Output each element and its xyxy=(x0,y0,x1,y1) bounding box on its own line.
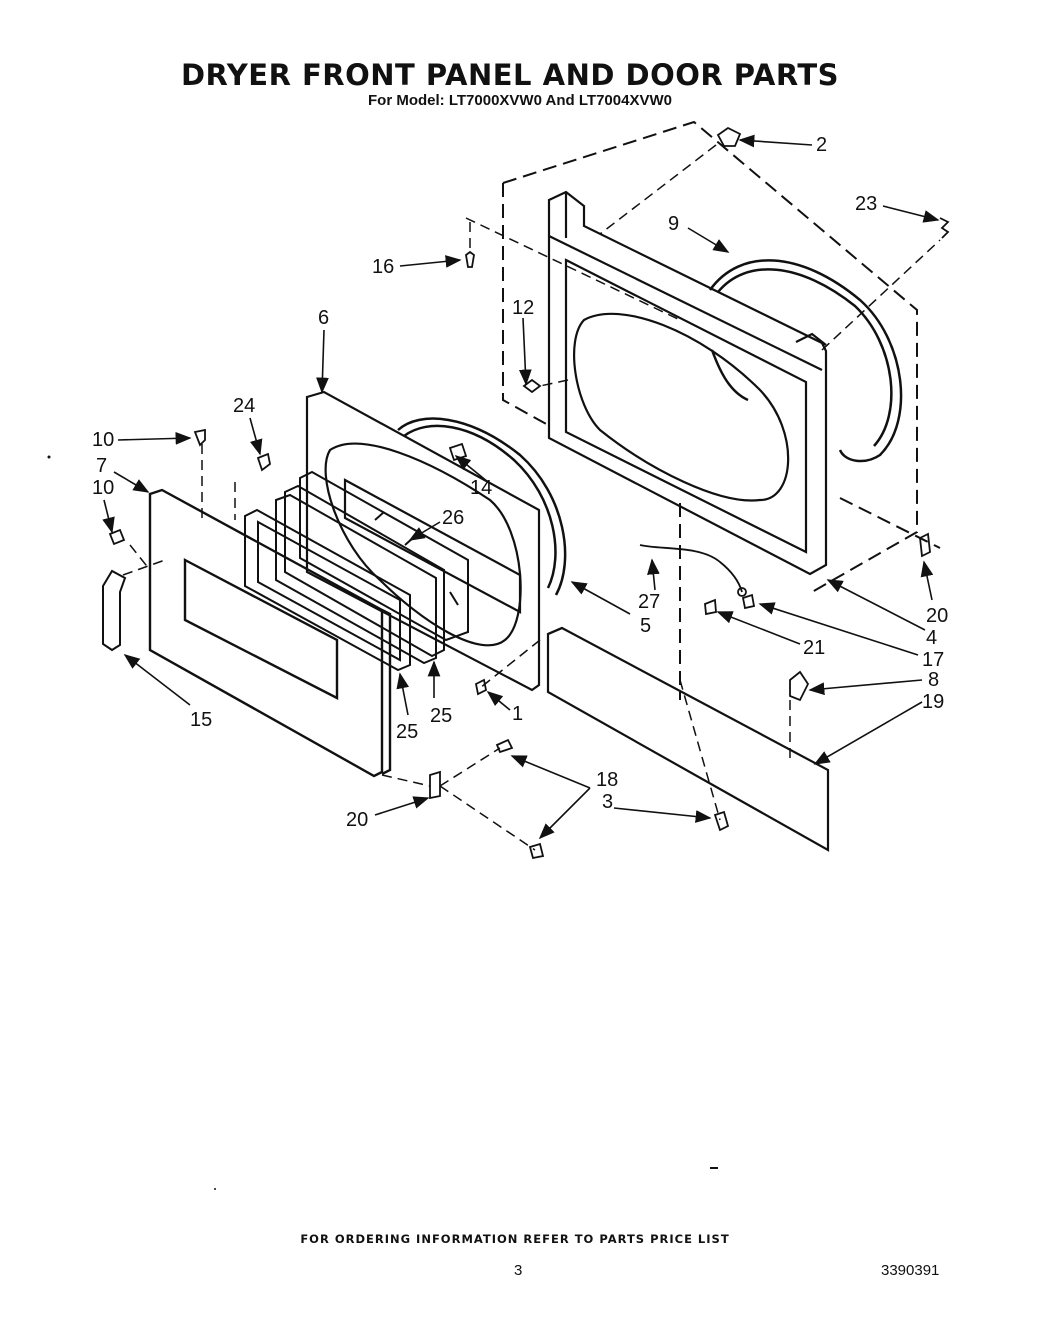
callout-8: 8 xyxy=(928,669,939,691)
callout-16: 20 xyxy=(926,605,948,627)
page-title: DRYER FRONT PANEL AND DOOR PARTS xyxy=(180,58,840,92)
front-panel-frame xyxy=(547,190,828,576)
ordering-note: FOR ORDERING INFORMATION REFER TO PARTS … xyxy=(300,1232,730,1246)
callout-7: 7 xyxy=(96,455,107,477)
callout-21: 23 xyxy=(855,193,877,215)
callout-3: 3 xyxy=(602,791,613,813)
model-subtitle: For Model: LT7000XVW0 And LT7004XVW0 xyxy=(368,92,672,109)
outer-door xyxy=(148,488,392,778)
callout-19: 18 xyxy=(596,769,618,791)
assembly-lines xyxy=(122,144,941,851)
door-glass-assembly xyxy=(244,470,469,672)
callout-24: 25 xyxy=(430,705,452,727)
toe-panel xyxy=(546,626,830,852)
page-number: 3 xyxy=(514,1262,523,1279)
callout-27: 27 xyxy=(638,591,660,613)
scan-specks xyxy=(47,455,718,1190)
callout-5: 5 xyxy=(640,615,651,637)
callout-6: 6 xyxy=(318,307,329,329)
callout-labels: 2 23 9 16 12 6 24 10 7 10 14 26 27 5 20 … xyxy=(92,134,948,831)
callout-4: 4 xyxy=(926,627,937,649)
callout-26: 26 xyxy=(442,507,464,529)
cabinet-outline xyxy=(502,120,941,700)
callout-10b: 10 xyxy=(92,477,114,499)
callout-2: 2 xyxy=(816,134,827,156)
hardware-parts xyxy=(108,126,950,860)
door-inner-frame xyxy=(305,390,541,692)
callout-13: 17 xyxy=(922,649,944,671)
document-number: 3390391 xyxy=(881,1262,940,1279)
callout-23: 24 xyxy=(233,395,255,417)
callout-20: 20 xyxy=(346,809,368,831)
callout-1: 1 xyxy=(512,703,523,725)
callout-25: 25 xyxy=(396,721,418,743)
wire-harness xyxy=(639,544,747,597)
callout-12: 16 xyxy=(372,256,394,278)
callout-9: 9 xyxy=(668,213,679,235)
callout-10a: 10 xyxy=(92,429,114,451)
callout-15: 15 xyxy=(190,709,212,731)
callout-leaders xyxy=(102,134,940,840)
callout-17: 19 xyxy=(922,691,944,713)
rear-gasket xyxy=(708,259,903,463)
callout-18: 21 xyxy=(803,637,825,659)
callout-14: 14 xyxy=(470,477,492,499)
door-seal xyxy=(397,417,567,596)
door-handle xyxy=(102,569,127,652)
callout-11: 12 xyxy=(512,297,534,319)
